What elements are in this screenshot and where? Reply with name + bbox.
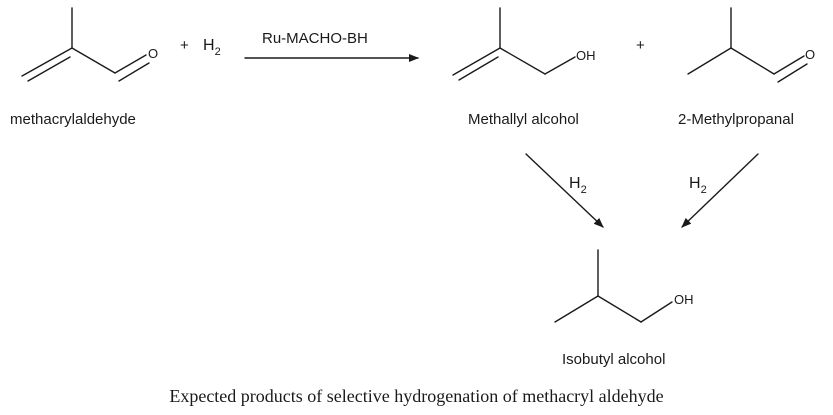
figure-caption: Expected products of selective hydrogena… (169, 386, 664, 406)
plus-sign: + (636, 37, 645, 54)
final-product-name: Isobutyl alcohol (562, 351, 665, 368)
product-b-name: 2-Methylpropanal (678, 111, 794, 128)
oxygen-label: O (148, 46, 158, 61)
oxygen-label: O (805, 47, 815, 62)
hydrogen-reagent-left: H2 (569, 175, 587, 196)
hydrogen-reagent-right: H2 (689, 175, 707, 196)
isobutyl-alcohol-structure: OH (554, 249, 694, 323)
hydrogenation-arrow-right (681, 153, 759, 228)
hydroxyl-label: OH (576, 48, 596, 63)
2-methylpropanal-structure: O (687, 7, 815, 83)
product-a-name: Methallyl alcohol (468, 111, 579, 128)
plus-sign: + (180, 37, 189, 54)
hydrogen-reagent: H2 (203, 37, 221, 58)
reactant-name: methacrylaldehyde (10, 111, 136, 128)
hydroxyl-label: OH (674, 292, 694, 307)
methacrylaldehyde-structure: O (21, 7, 158, 82)
methallyl-alcohol-structure: OH (452, 7, 596, 81)
hydrogenation-arrow-left (525, 153, 604, 228)
catalyst-label: Ru-MACHO-BH (262, 30, 368, 47)
